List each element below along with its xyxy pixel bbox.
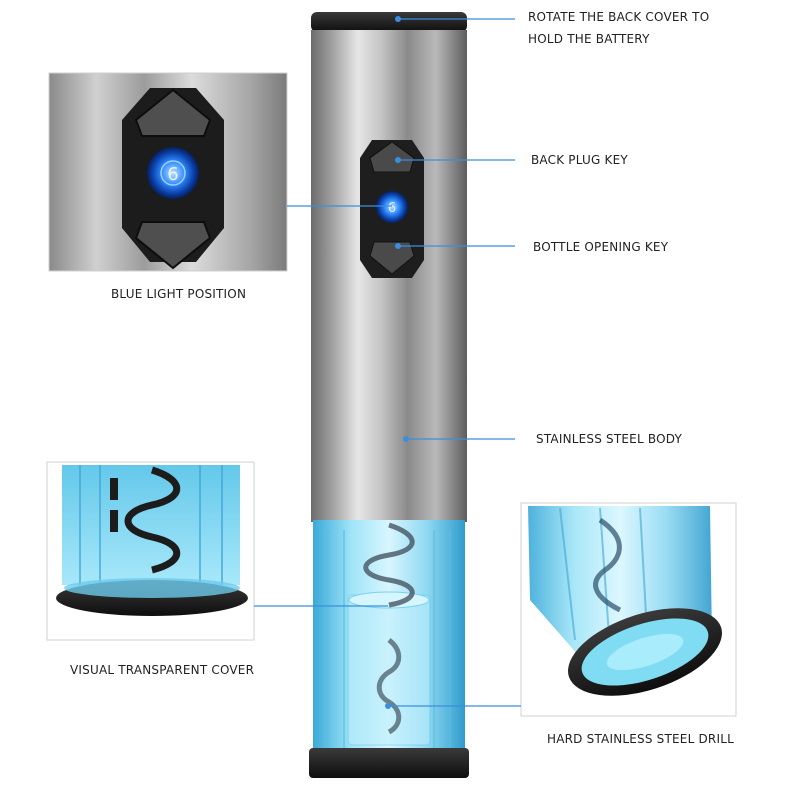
back-plug-key[interactable] <box>369 141 415 173</box>
label-back-plug-key: BACK PLUG KEY <box>531 153 628 167</box>
bottom-ring <box>309 748 469 778</box>
button-panel: 6 <box>360 140 424 278</box>
wine-opener-device: 6 <box>309 12 469 778</box>
corkscrew-spiral <box>363 522 415 608</box>
label-bottle-opening-key: BOTTLE OPENING KEY <box>533 240 669 254</box>
top-cap <box>311 12 467 32</box>
inset-up-key <box>134 88 212 137</box>
blue-indicator-light <box>376 191 408 223</box>
leader-lines <box>254 18 521 707</box>
label-back-cover-line1: ROTATE THE BACK COVER TO <box>528 10 710 24</box>
leader-dots <box>385 16 409 709</box>
inset-transparent-cover <box>46 461 255 641</box>
label-stainless-steel-body: STAINLESS STEEL BODY <box>536 432 683 446</box>
label-back-cover: ROTATE THE BACK COVER TO HOLD THE BATTER… <box>528 6 709 50</box>
inset-corkscrew <box>124 466 181 574</box>
inset-drill-spiral <box>593 517 622 613</box>
inset-indicator-glyph: 6 <box>167 164 178 185</box>
inset-button-closeup: 6 <box>48 72 288 272</box>
label-hard-stainless-steel-drill: HARD STAINLESS STEEL DRILL <box>547 732 734 746</box>
indicator-glyph: 6 <box>388 201 396 216</box>
label-blue-light-position: BLUE LIGHT POSITION <box>111 287 247 301</box>
inset-drill-bottom <box>520 502 737 717</box>
inset-down-key <box>134 221 212 270</box>
label-back-cover-line2: HOLD THE BATTERY <box>528 32 650 46</box>
bottle-opening-key[interactable] <box>369 241 415 275</box>
cover-ribs <box>327 530 451 748</box>
drill-shaft <box>376 638 402 735</box>
inset-blue-light <box>147 147 199 199</box>
label-visual-transparent-cover: VISUAL TRANSPARENT COVER <box>70 663 255 677</box>
